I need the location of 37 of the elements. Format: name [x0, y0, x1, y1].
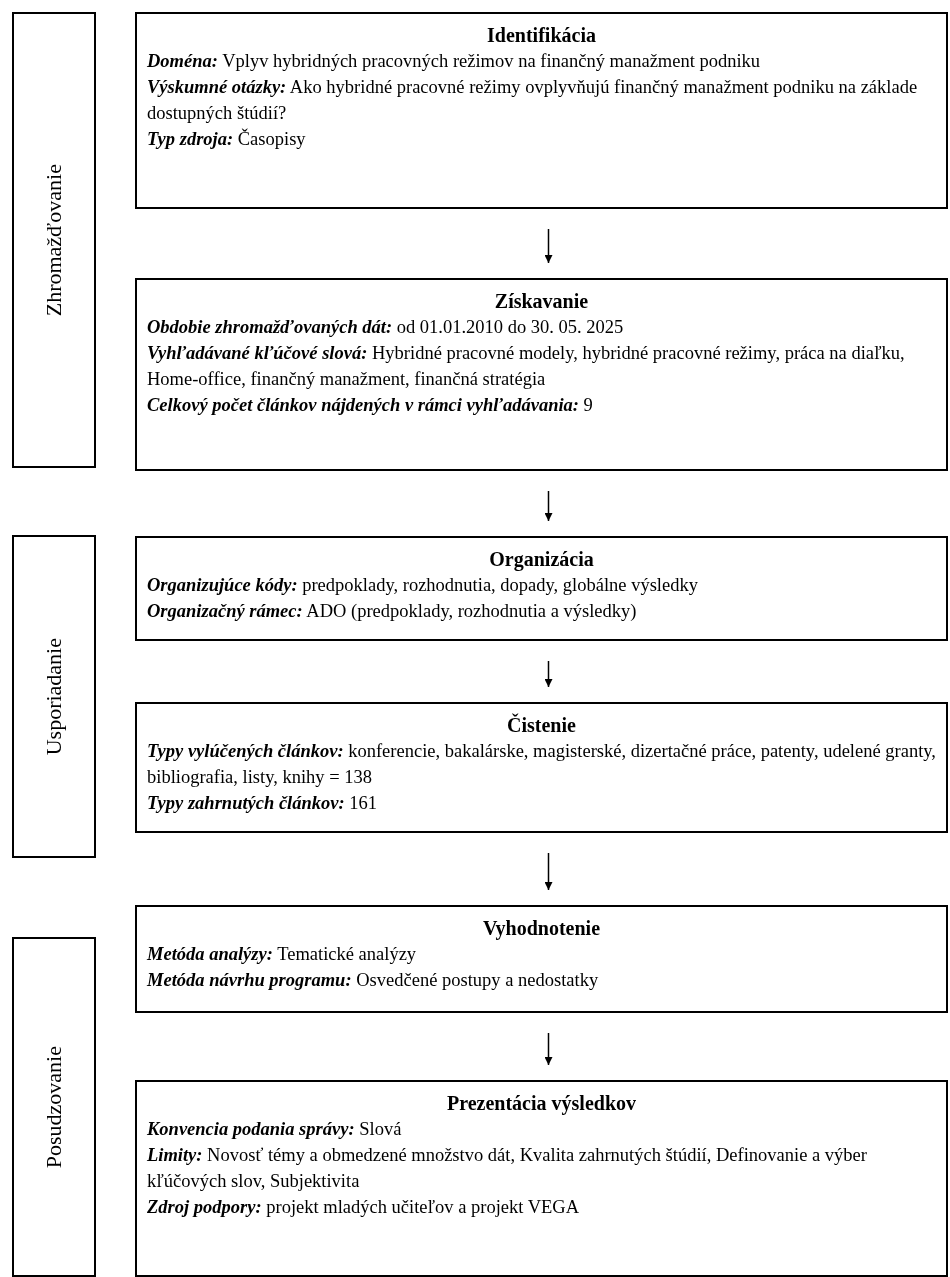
- process-box: [135, 278, 948, 471]
- process-box: [135, 1080, 948, 1277]
- field-text: Organizačný rámec: ADO (predpoklady, rozhodnutia a výsledky): [147, 600, 638, 623]
- arrow: [544, 490, 553, 522]
- box-heading: Vyhodnotenie: [481, 916, 602, 941]
- process-box: [135, 905, 948, 1013]
- process-box: [135, 702, 948, 833]
- field-text: Typ zdroja: Časopisy: [147, 127, 307, 151]
- stage-band: [12, 535, 96, 858]
- field-text: Organizujúce kódy: predpoklady, rozhodnutia, dopady, globálne výsledky: [147, 574, 699, 597]
- box-heading: Prezentácia výsledkov: [445, 1091, 637, 1116]
- field-text: Metóda návrhu programu: Osvedčené postupy a nedostatky: [147, 969, 600, 992]
- field-text: Vyhľadávané kľúčové slová: Hybridné pracovné modely, hybridné pracovné režimy, práca na diaľku, Home-office, finančný manažment, finančná stratégia: [147, 342, 906, 391]
- field-text: Konvencia podania správy: Slová: [147, 1118, 403, 1141]
- process-box: [135, 12, 948, 209]
- field-text: Metóda analýzy: Tematické analýzy: [147, 943, 418, 966]
- stage-label: Posudzovanie: [41, 1045, 67, 1169]
- field-text: Typy zahrnutých článkov: 161: [147, 792, 379, 815]
- box-heading: Identifikácia: [486, 23, 597, 48]
- box-heading: Čistenie: [506, 712, 577, 738]
- arrow: [544, 852, 553, 891]
- stage-band: [12, 12, 96, 468]
- stage-label: Usporiadanie: [41, 637, 67, 756]
- arrow: [544, 1032, 553, 1066]
- process-box: [135, 536, 948, 641]
- stage-band: [12, 937, 96, 1277]
- field-text: Výskumné otázky: Ako hybridné pracovné režimy ovplyvňujú finančný manažment podniku na základe dostupných štúdií?: [147, 76, 919, 125]
- stage-label: Zhromažďovanie: [41, 163, 67, 317]
- field-text: Celkový počet článkov nájdených v rámci vyhľadávania: 9: [147, 394, 594, 417]
- box-heading: Získavanie: [493, 289, 590, 314]
- field-text: Obdobie zhromažďovaných dát: od 01.01.2010 do 30. 05. 2025: [147, 316, 625, 339]
- field-text: Zdroj podpory: projekt mladých učiteľov a projekt VEGA: [147, 1196, 581, 1219]
- box-heading: Organizácia: [488, 547, 595, 572]
- field-text: Doména: Vplyv hybridných pracovných režimov na finančný manažment podniku: [147, 50, 762, 73]
- field-text: Typy vylúčených článkov: konferencie, bakalárske, magisterské, dizertačné práce, patenty, udelené granty, bibliografia, listy, knihy = 138: [147, 740, 936, 789]
- arrow: [544, 660, 553, 688]
- arrow: [544, 228, 553, 264]
